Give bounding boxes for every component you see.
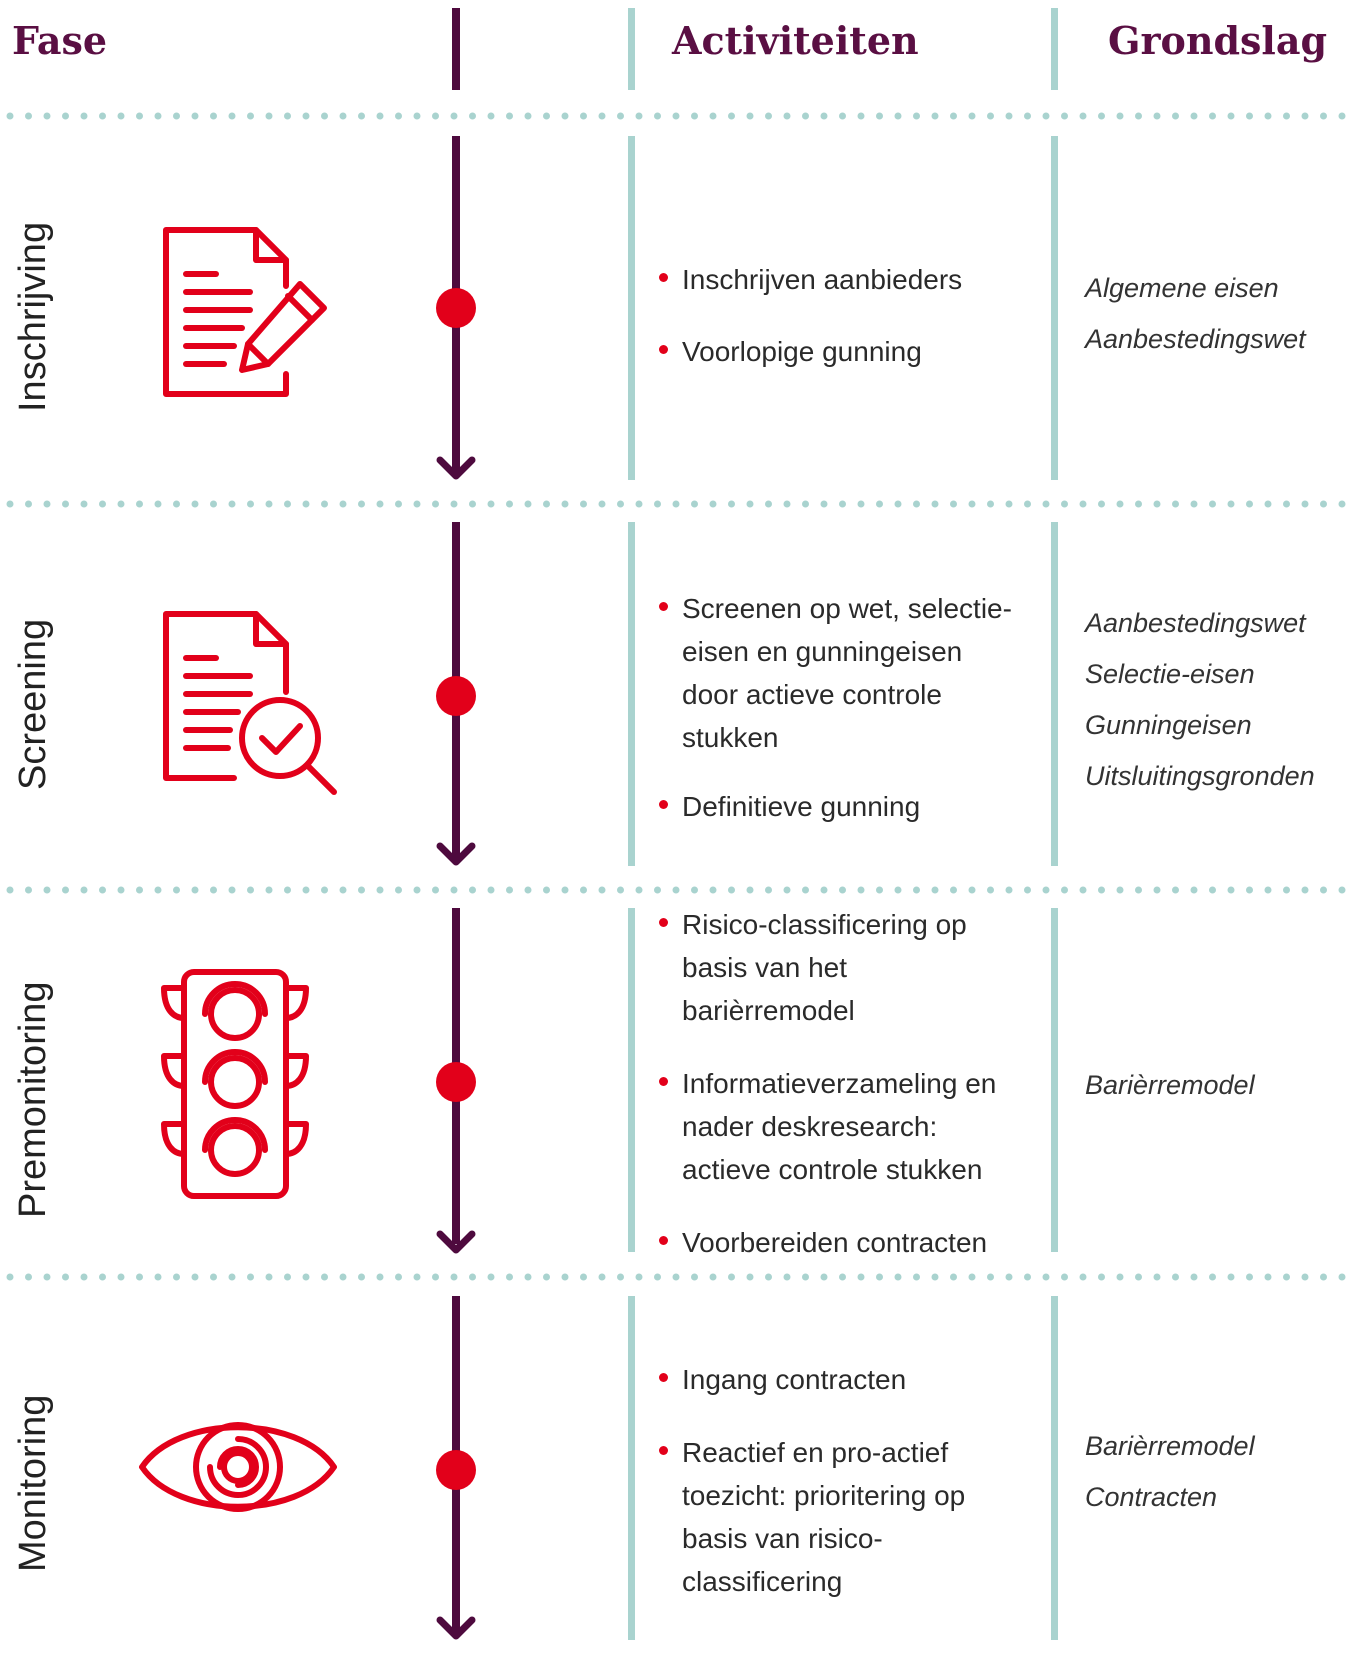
arrow-down-icon: [436, 456, 476, 480]
grondslag-item: Barièrremodel: [1085, 1070, 1255, 1100]
grondslag-item: Gunningeisen: [1085, 710, 1252, 740]
activity-item: Voorbereiden contracten: [656, 1221, 1082, 1264]
arrow-down-icon: [436, 842, 476, 866]
column-divider-left: [628, 908, 635, 1252]
document-pencil-icon: [163, 227, 327, 397]
eye-icon: [139, 1422, 337, 1512]
activities-list: Ingang contracten Reactief en pro-actief…: [656, 1358, 1036, 1603]
dotted-separator: [6, 500, 1363, 508]
activity-item: Inschrijven aanbieders: [656, 258, 1036, 301]
header-divider-left: [628, 8, 635, 90]
column-divider-right: [1051, 908, 1058, 1252]
activity-item: Informatieverzameling en nader deskresea…: [656, 1062, 1012, 1191]
activities-list: Inschrijven aanbieders Voorlopige gunnin…: [656, 258, 1036, 373]
column-divider-right: [1051, 1296, 1058, 1640]
dotted-separator: [6, 886, 1363, 894]
grondslag-list: Barièrremodel Contracten: [1085, 1421, 1255, 1523]
phase-node: [436, 676, 476, 716]
activity-item: Risico-classificering op basis van het b…: [656, 903, 972, 1032]
activity-item: Definitieve gunning: [656, 785, 1016, 828]
dotted-separator: [6, 1273, 1363, 1281]
grondslag-item: Aanbestedingswet: [1085, 608, 1306, 638]
column-divider-right: [1051, 136, 1058, 480]
grondslag-item: Algemene eisen: [1085, 273, 1279, 303]
header-spine-segment: [452, 8, 460, 90]
document-magnifier-check-icon: [163, 611, 337, 795]
phase-label: Screening: [12, 618, 54, 790]
column-divider-left: [628, 1296, 635, 1640]
activity-item: Reactief en pro-actief toezicht: priorit…: [656, 1431, 982, 1603]
activity-item: Screenen op wet, selectie-eisen en gunni…: [656, 587, 1016, 759]
activity-item: Ingang contracten: [656, 1358, 1036, 1401]
grondslag-item: Uitsluitingsgronden: [1085, 761, 1315, 791]
activities-list: Risico-classificering op basis van het b…: [656, 903, 1016, 1264]
header-grondslag: Grondslag: [1108, 18, 1328, 63]
phase-label: Inschrijving: [12, 221, 54, 412]
phase-label: Monitoring: [12, 1394, 54, 1572]
phase-node: [436, 1062, 476, 1102]
header-fase: Fase: [12, 18, 108, 63]
activity-item: Voorlopige gunning: [656, 330, 1036, 373]
grondslag-item: Selectie-eisen: [1085, 659, 1255, 689]
grondslag-item: Barièrremodel: [1085, 1431, 1255, 1461]
grondslag-list: Barièrremodel: [1085, 1060, 1255, 1111]
header-divider-right: [1051, 8, 1058, 90]
activities-list: Screenen op wet, selectie-eisen en gunni…: [656, 587, 1016, 828]
arrow-down-icon: [436, 1230, 476, 1254]
grondslag-item: Contracten: [1085, 1482, 1218, 1512]
column-divider-left: [628, 136, 635, 480]
grondslag-item: Aanbestedingswet: [1085, 324, 1306, 354]
phase-node: [436, 1450, 476, 1490]
grondslag-list: Algemene eisen Aanbestedingswet: [1085, 263, 1306, 365]
arrow-down-icon: [436, 1616, 476, 1640]
dotted-separator: [6, 112, 1363, 120]
phase-node: [436, 288, 476, 328]
header-activiteiten: Activiteiten: [672, 18, 919, 63]
traffic-light-icon: [161, 969, 309, 1199]
grondslag-list: Aanbestedingswet Selectie-eisen Gunninge…: [1085, 598, 1315, 802]
phase-label: Premonitoring: [12, 981, 54, 1218]
column-divider-right: [1051, 522, 1058, 866]
column-divider-left: [628, 522, 635, 866]
